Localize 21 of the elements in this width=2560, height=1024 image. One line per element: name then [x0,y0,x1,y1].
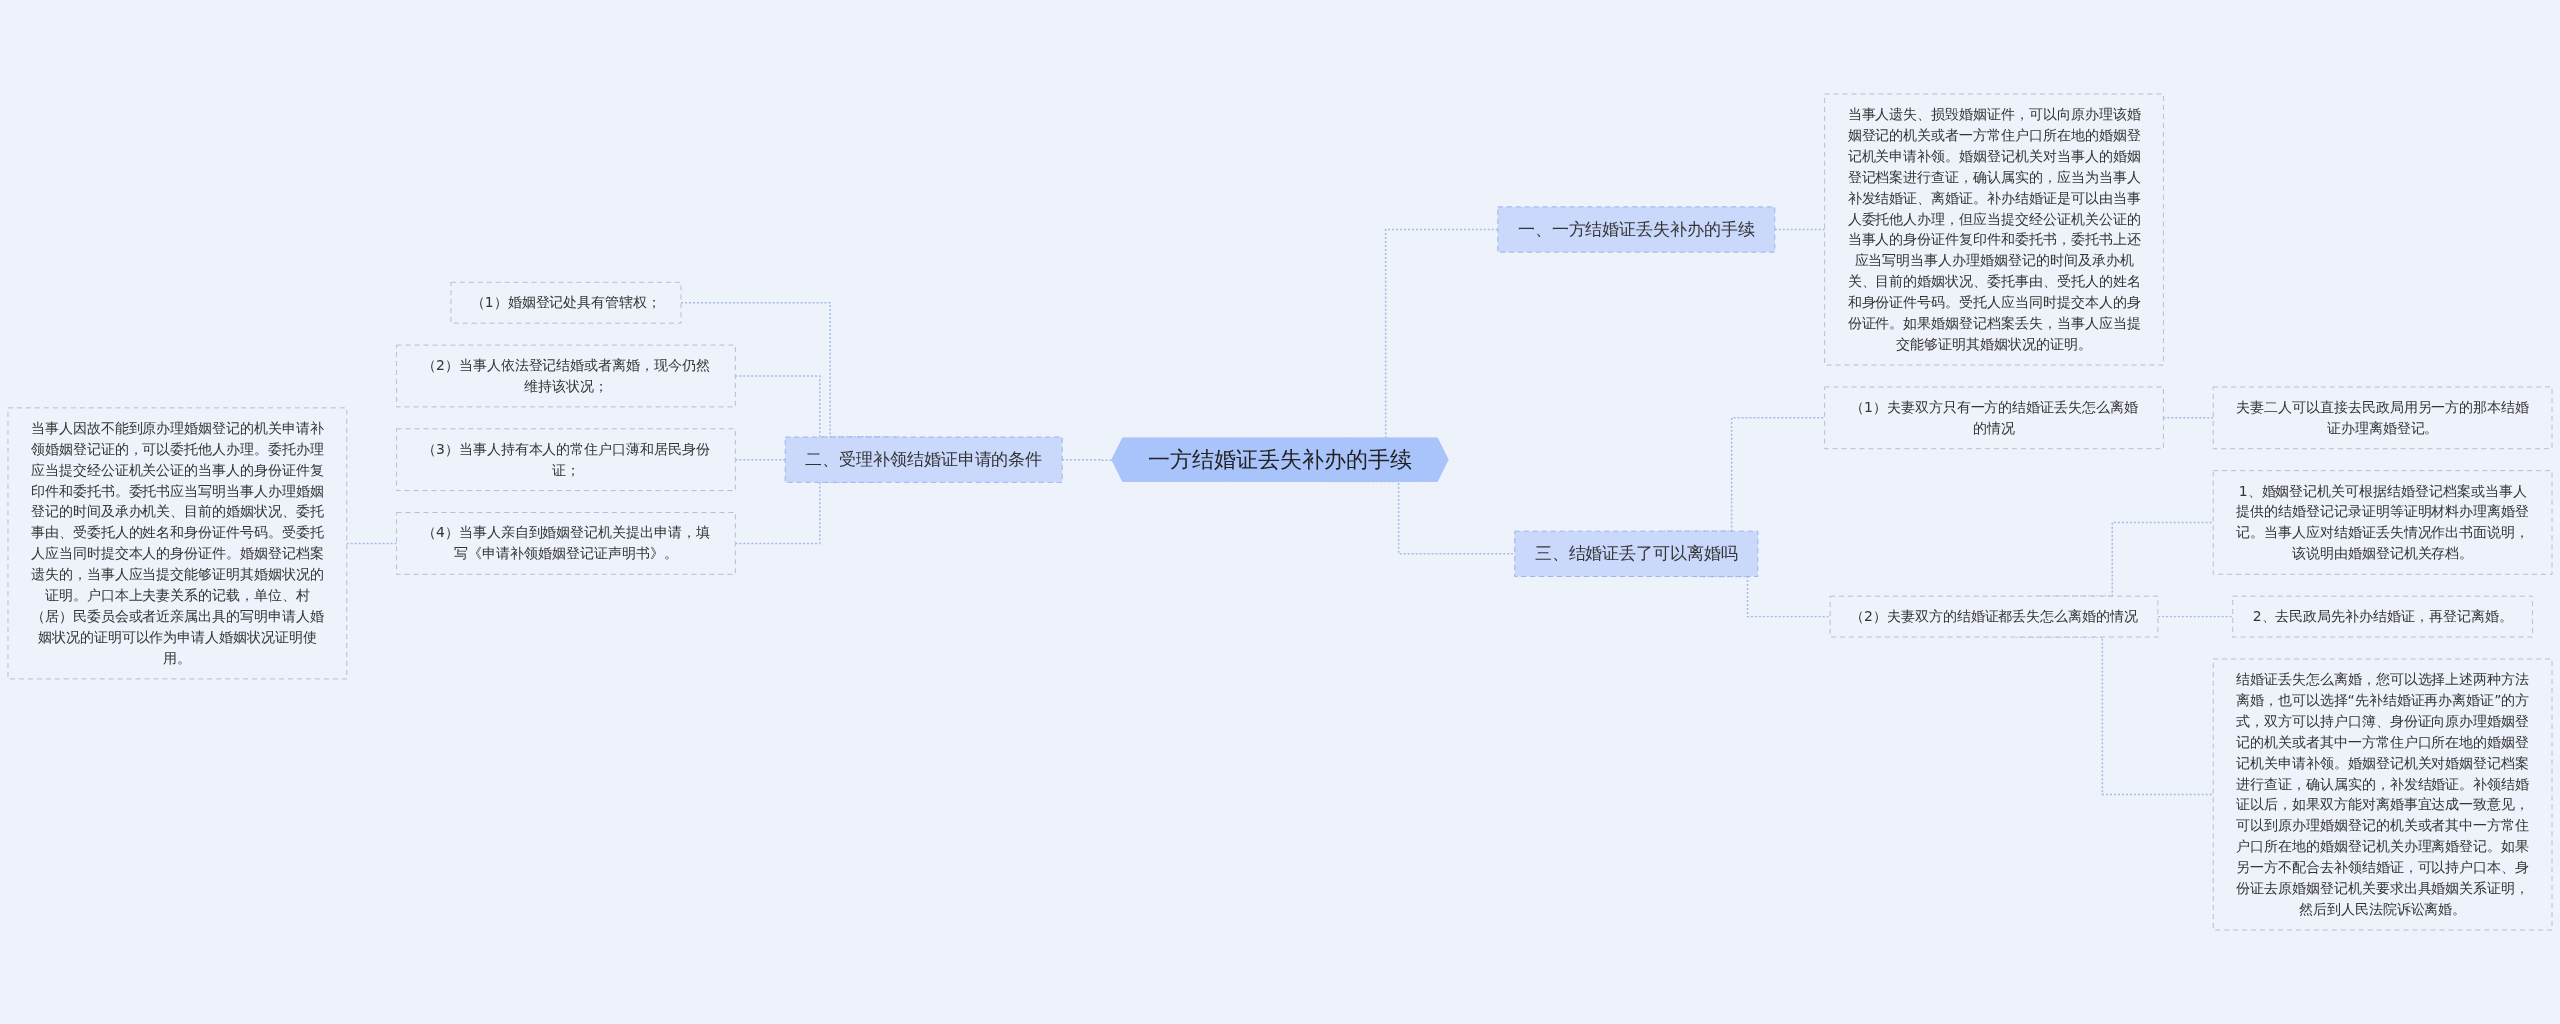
node-box: （3）当事人持有本人的常住户口薄和居民身份证； [396,428,736,492]
connector [734,458,786,461]
connector [1774,228,1826,231]
node-box: 夫妻二人可以直接去民政局用另一方的那本结婚证办理离婚登记。 [2212,386,2553,450]
node-box: （2）当事人依法登记结婚或者离婚，现今仍然维持该状况； [396,344,736,408]
node-box: 当事人遗失、损毁婚姻证件，可以向原办理该婚姻登记的机关或者一方常住户口所在地的婚姻登记机关申请补领。婚姻登记机关对当事人的婚姻登记档案进行查证，确认属实的，应当为当事人补发结婚证、离婚证。补办结婚证是可以由当事人委托他人办理，但应当提交经公证机关公证的当事人的身份证件复印件和委托书，委托书上还应当写明当事人办理婚姻登记的时间及承办机关、目前的婚姻状况、委托事由、受托人的姓名和身份证件号码。受托人应当同时提交本人的身份证件。如果婚姻登记档案丢失，当事人应当提交能够证明其婚姻状况的证明。 [1824,93,2164,366]
node-box: 三、结婚证丢了可以离婚吗 [1514,530,1759,577]
node-box: 2、去民政局先补办结婚证，再登记离婚。 [2232,595,2534,638]
node-box: （1）婚姻登记处具有管辖权； [450,281,682,324]
connector [346,542,398,545]
node-box: 结婚证丢失怎么离婚，您可以选择上述两种方法离婚，也可以选择“先补结婚证再办离婚证”的方式，双方可以持户口簿、身份证向原办理婚姻登记的机关或者其中一方常住户口所在地的婚姻登记机关申请补领。婚姻登记机关对婚姻登记档案进行查证，确认属实的，补发结婚证。补领结婚证以后，如果双方能对离婚事宜达成一致意见，可以到原办理婚姻登记的机关或者其中一方常住户口所在地的婚姻登记机关办理离婚登记。如果另一方不配合去补领结婚证，可以持户口本、身份证去原婚姻登记机关要求出具婚姻关系证明，然后到人民法院诉讼离婚。 [2212,658,2553,931]
node-box: 二、受理补领结婚证申请的条件 [784,436,1063,483]
connector [1061,458,1114,461]
node-box: （1）夫妻双方只有一方的结婚证丢失怎么离婚的情况 [1824,386,2164,450]
node-box: （4）当事人亲自到婚姻登记机关提出申请，填写《申请补领婚姻登记证声明书》。 [396,512,736,575]
node-box: 当事人因故不能到原办理婚姻登记的机关申请补领婚姻登记证的，可以委托他人办理。委托办理应当提交经公证机关公证的当事人的身份证件复印件和委托书。委托书应当写明当事人办理婚姻登记的时间及承办机关、目前的婚姻状况、委托事由、受委托人的姓名和身份证件号码。受委托人应当同时提交本人的身份证件。婚姻登记档案遗失的，当事人应当提交能够证明其婚姻状况的证明。户口本上夫妻关系的记载，单位、村（居）民委员会或者近亲属出具的写明申请人婚姻状况的证明可以作为申请人婚姻状况证明使用。 [7,407,348,680]
connector [2162,417,2214,419]
node-box: 1、婚姻登记机关可根据结婚登记档案或当事人提供的结婚登记记录证明等证明材料办理离婚登记。当事人应对结婚证丢失情况作出书面说明，该说明由婚姻登记机关存档。 [2212,470,2553,575]
node-box: 一、一方结婚证丢失补办的手续 [1497,206,1776,253]
connector [2157,615,2234,618]
node-box: （2）夫妻双方的结婚证都丢失怎么离婚的情况 [1829,595,2159,638]
